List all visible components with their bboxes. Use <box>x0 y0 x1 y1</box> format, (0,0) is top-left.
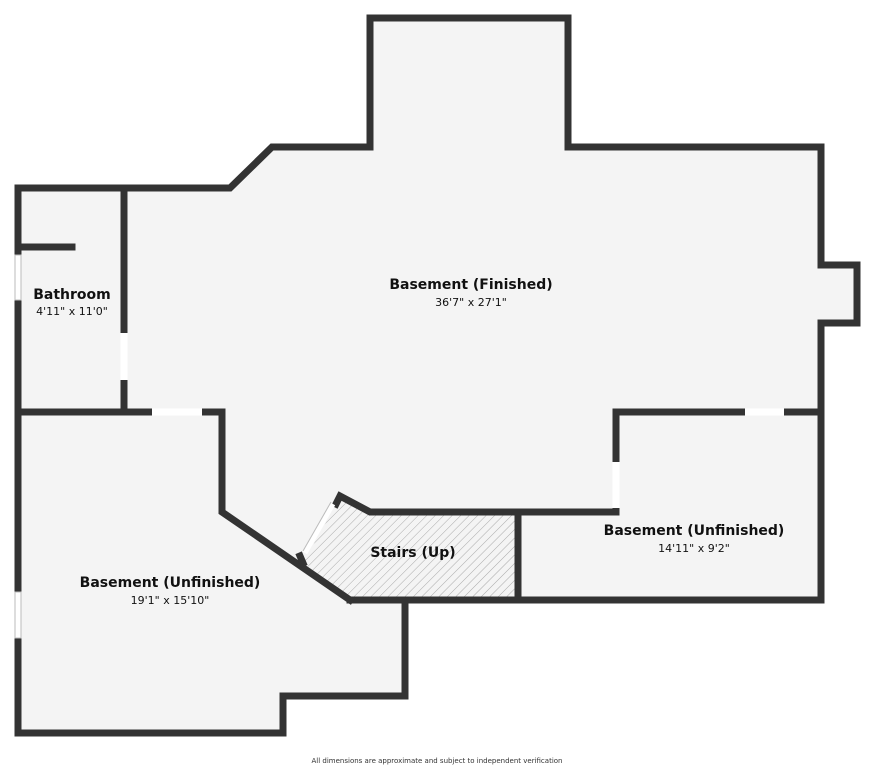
lower-left-window <box>14 591 22 639</box>
stairs-top-wall <box>295 551 308 568</box>
stairs-top-wall <box>331 408 825 516</box>
disclaimer: All dimensions are approximate and subje… <box>312 757 563 765</box>
room-name: Basement (Finished) <box>389 277 552 293</box>
bathroom-window <box>14 254 22 301</box>
stairs-opening <box>302 502 336 555</box>
floor-area <box>18 18 857 733</box>
room-name: Bathroom <box>33 287 111 303</box>
stairs-opening-edge <box>302 501 332 552</box>
exterior-wall-lower-left <box>14 143 409 737</box>
bathroom-bottom-wall <box>14 408 355 605</box>
stairs-label: Stairs (Up) <box>370 545 455 561</box>
room-name: Basement (Unfinished) <box>80 575 261 591</box>
room-dimensions: 36'7" x 27'1" <box>435 296 507 309</box>
room-dimensions: 4'11" x 11'0" <box>36 305 108 318</box>
room-dimensions: 14'11" x 9'2" <box>658 542 730 555</box>
stairs-hatch <box>303 498 516 598</box>
room-dimensions: 19'1" x 15'10" <box>131 594 210 607</box>
room-name: Basement (Unfinished) <box>604 523 785 539</box>
